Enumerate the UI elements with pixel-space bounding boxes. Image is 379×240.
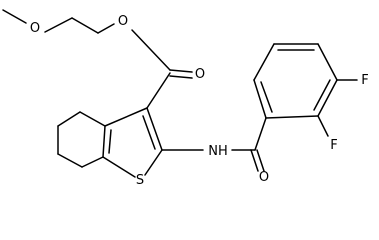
atom-label-fluorine-3: F bbox=[361, 73, 368, 88]
bond-c3-c2-double-outer bbox=[146, 107, 163, 151]
bond-amide-double-b bbox=[256, 149, 265, 172]
bond-ar-6 bbox=[265, 115, 319, 119]
bond-ar-1-inner bbox=[260, 81, 273, 113]
bond-s-c7a bbox=[102, 156, 136, 178]
bond-ethyl-o bbox=[97, 23, 115, 34]
structure-diagram: O O O NH O S F F bbox=[2, 9, 369, 188]
bond-ch3-line bbox=[2, 9, 27, 24]
bond-methoxy-o-right bbox=[44, 17, 73, 33]
bond-c3a-c7a-double-inner bbox=[108, 129, 112, 154]
bond-c3a-c7a-double-outer bbox=[102, 125, 106, 158]
atom-labels: O O O NH O S F F bbox=[30, 14, 369, 188]
atom-label-ester-o-double: O bbox=[195, 67, 205, 82]
atom-label-amide-nh: NH bbox=[208, 144, 228, 159]
atom-label-thiophene-s: S bbox=[136, 173, 144, 188]
bond-cyc-5 bbox=[81, 156, 104, 168]
bond-ethyl-cc bbox=[71, 17, 99, 34]
molecule-canvas: O O O NH O S F F bbox=[2, 9, 369, 188]
bond-cyc-2 bbox=[57, 111, 81, 127]
bond-amide-double-a bbox=[250, 149, 259, 172]
bond-c3-c2-double-inner bbox=[142, 115, 156, 150]
bond-carbonyl-aryl bbox=[254, 117, 267, 151]
bond-carbonyl-double-b bbox=[169, 75, 193, 79]
bond-carbonyl-c3 bbox=[146, 72, 171, 109]
atom-label-methoxy-o: O bbox=[30, 21, 40, 36]
atom-label-amide-o: O bbox=[259, 170, 269, 185]
atom-label-ester-o-single: O bbox=[118, 14, 128, 29]
bond-c3a-c3 bbox=[104, 107, 148, 127]
bond-carbonyl-double-a bbox=[169, 69, 193, 73]
bond-lines bbox=[2, 9, 358, 178]
bond-cyc-4 bbox=[57, 153, 83, 168]
bond-c2-s bbox=[144, 149, 163, 176]
bond-ar-5 bbox=[317, 79, 338, 117]
bond-ar-4 bbox=[317, 43, 338, 81]
bond-cyc-1 bbox=[79, 111, 106, 127]
atom-label-fluorine-2: F bbox=[330, 138, 337, 153]
bond-ar-1 bbox=[253, 79, 267, 119]
bond-ar-5-inner bbox=[313, 79, 331, 111]
bond-ar-2 bbox=[253, 43, 275, 81]
bond-c2-f bbox=[317, 115, 329, 137]
bond-o-carbonyl bbox=[131, 29, 171, 71]
